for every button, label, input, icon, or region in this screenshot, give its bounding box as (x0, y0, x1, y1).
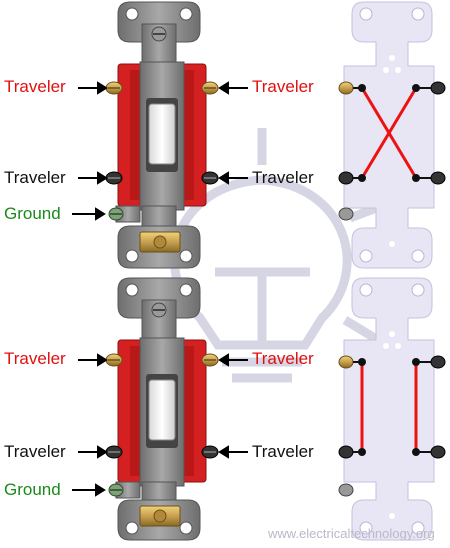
bottom-plate-brass-terminal-left-icon (338, 355, 354, 369)
bottom-switch-brass-terminal-left-icon (105, 353, 123, 367)
top-switch-brass-terminal-right-icon (201, 81, 219, 95)
bottom-right-traveler-brass-label: Traveler (252, 349, 314, 368)
bottom-ground-label: Ground (4, 480, 61, 499)
top-right-traveler-black-label: Traveler (252, 168, 314, 187)
top-ground-label: Ground (4, 204, 61, 223)
top-plate-brass-terminal-left-icon (338, 81, 354, 95)
top-switch-black-terminal-left-icon (105, 171, 123, 185)
bottom-plate-ground-screw-icon (338, 483, 354, 497)
top-plate-cross-wire-b (360, 87, 418, 179)
bottom-plate-black-terminal-left-icon (338, 445, 354, 459)
bottom-switch-toggle (148, 379, 176, 441)
top-left-traveler-black-label: Traveler (4, 168, 66, 187)
top-backplate (338, 1, 446, 269)
top-switch-ground-screw-icon (108, 205, 141, 223)
bottom-switch-arrows (72, 353, 248, 497)
top-switch-black-terminal-right-icon (201, 171, 219, 185)
bottom-switch-black-terminal-left-icon (105, 445, 123, 459)
watermark-text: www.electricaltechnology.org (268, 526, 435, 541)
top-switch-brass-terminal-left-icon (105, 81, 123, 95)
top-plate-black-terminal-right-icon (430, 81, 446, 95)
top-switch-yoke-top (117, 1, 201, 43)
top-plate-black-terminal-right-lower-icon (430, 171, 446, 185)
bottom-left-traveler-black-label: Traveler (4, 442, 66, 461)
bottom-backplate (338, 277, 446, 541)
top-plate-black-terminal-left-icon (338, 171, 354, 185)
top-switch-toggle (148, 103, 176, 165)
top-right-traveler-brass-label: Traveler (252, 77, 314, 96)
bottom-left-traveler-brass-label: Traveler (4, 349, 66, 368)
bottom-switch-ground-screw-icon (108, 481, 141, 499)
bottom-plate-black-terminal-right-icon (430, 355, 446, 369)
bottom-switch-brass-terminal-right-icon (201, 353, 219, 367)
top-switch-arrows (72, 81, 248, 221)
bottom-plate-black-terminal-right-lower-icon (430, 445, 446, 459)
top-plate-ground-screw-icon (338, 207, 354, 221)
bottom-right-traveler-black-label: Traveler (252, 442, 314, 461)
bottom-switch (105, 277, 219, 541)
top-left-traveler-brass-label: Traveler (4, 77, 66, 96)
bottom-switch-black-terminal-right-icon (201, 445, 219, 459)
top-switch (105, 1, 219, 269)
